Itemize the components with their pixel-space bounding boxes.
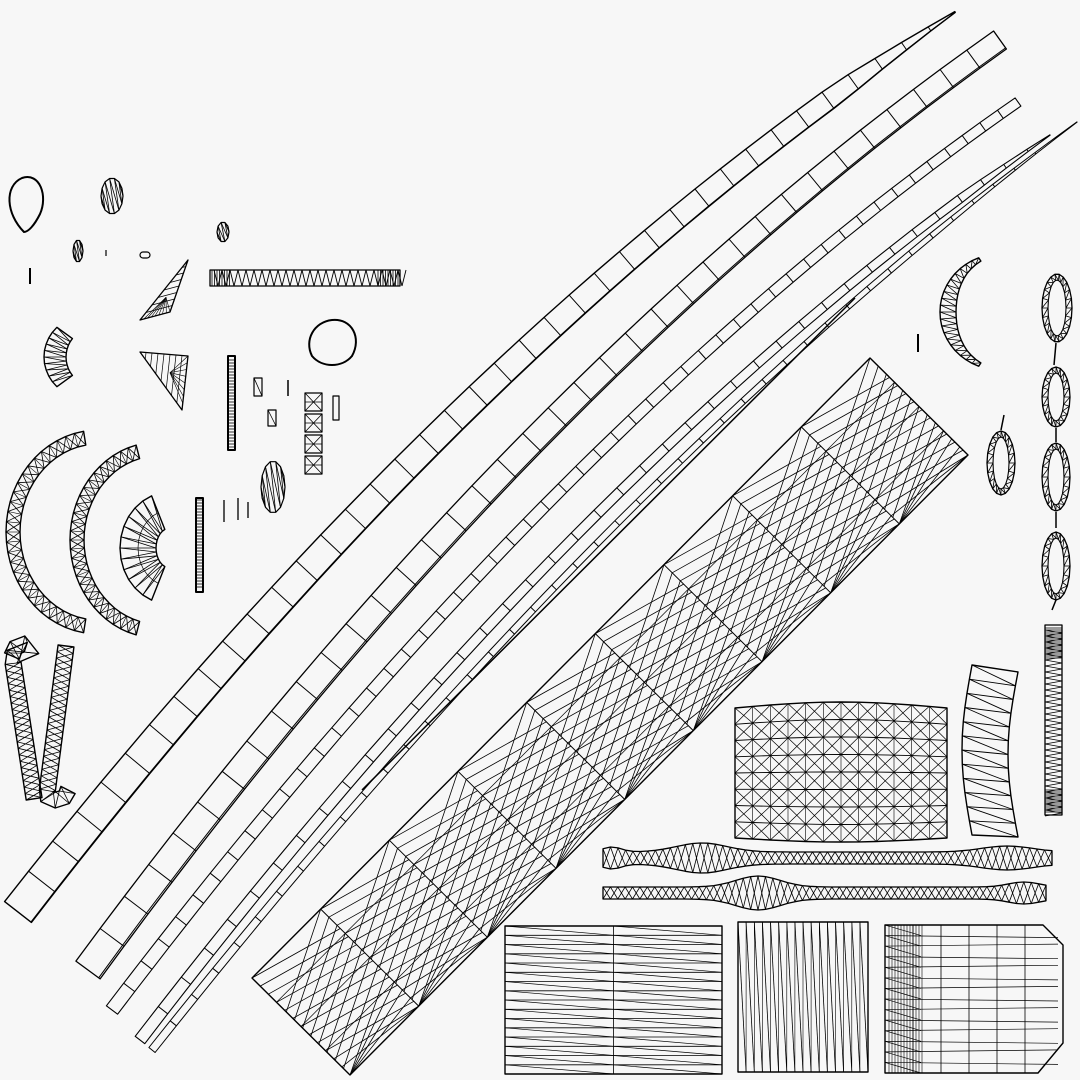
blade-thin-strip-1 — [105, 97, 1022, 1015]
small-curved-panel — [961, 664, 1019, 838]
left-arcs — [5, 430, 141, 636]
bottom-panel-middle — [737, 921, 869, 1073]
blade-thin-strip-2 — [134, 134, 1051, 1045]
right-vertical-strip — [1044, 624, 1063, 817]
upper-cord — [602, 842, 1053, 874]
cylinder-panel — [734, 701, 948, 843]
lower-cord — [602, 875, 1047, 911]
upper-left-parts — [8, 176, 407, 601]
right-chain-links — [986, 273, 1073, 611]
blade-second-strip — [75, 30, 1008, 980]
left-hooks — [3, 635, 76, 809]
bottom-panel-left — [504, 925, 723, 1075]
long-diagonal-line — [361, 297, 856, 791]
blade-outer-strip — [3, 10, 956, 924]
upper-right-crescent — [917, 257, 982, 367]
bottom-panel-right — [884, 924, 1064, 1074]
main-grip-panel — [251, 357, 969, 1076]
